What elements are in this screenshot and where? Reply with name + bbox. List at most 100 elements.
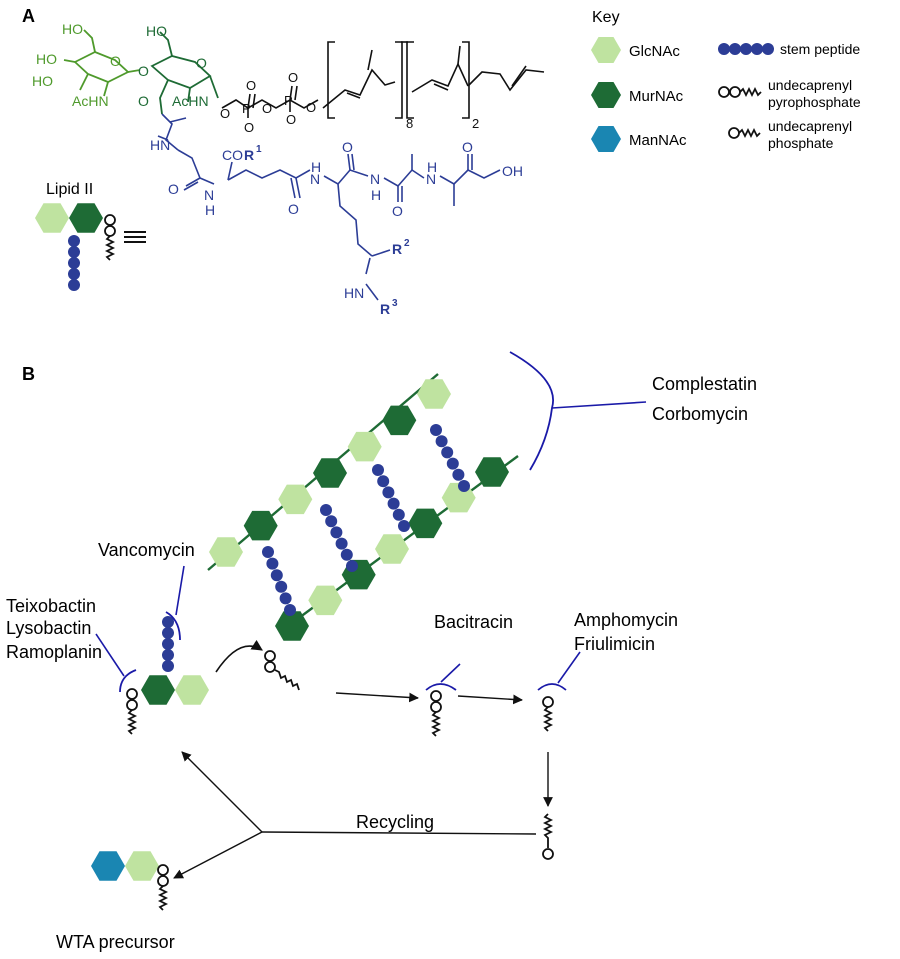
upper-strand-glcnac-5 bbox=[347, 431, 382, 462]
legend-glcnac-label: GlcNAc bbox=[629, 43, 680, 60]
p2-o-minus: O bbox=[286, 112, 296, 127]
lower-strand-glcnac-2 bbox=[308, 585, 343, 616]
h-2: H bbox=[311, 159, 321, 175]
glycosidic-o: O bbox=[138, 63, 149, 79]
cartoon-murnac bbox=[69, 203, 103, 233]
o-bridge: O bbox=[262, 101, 272, 116]
legend-stem-peptide-label: stem peptide bbox=[780, 41, 860, 57]
crosslink-1-bead-6 bbox=[284, 604, 296, 616]
pyrophosphate-chain bbox=[221, 85, 319, 118]
legend-phosphate-symbol bbox=[728, 127, 761, 139]
r3-label: R bbox=[380, 301, 390, 317]
legend-mannac-hexagon bbox=[591, 126, 621, 152]
wta-glcnac bbox=[125, 851, 159, 881]
teixobactin-label: Teixobactin bbox=[6, 596, 96, 616]
crosslink-1-bead-3 bbox=[270, 569, 283, 582]
glcnac-ho-1: HO bbox=[62, 21, 83, 37]
crosslink-2-bead-1 bbox=[320, 504, 332, 516]
h-3: H bbox=[371, 187, 381, 203]
h-4: H bbox=[427, 159, 437, 175]
crosslink-3-bead-4 bbox=[387, 497, 400, 510]
complestatin-inhibitor: Complestatin Corbomycin bbox=[509, 351, 757, 471]
transglycosylation-arrow bbox=[215, 639, 263, 673]
crosslink-2-bead-2 bbox=[325, 515, 338, 528]
crosslink-1-bead-5 bbox=[279, 592, 292, 605]
ramoplanin-label: Ramoplanin bbox=[6, 642, 102, 662]
repeat-count-2: 2 bbox=[472, 116, 479, 131]
crosslink-3-bead-2 bbox=[377, 475, 390, 488]
murnac-ring bbox=[150, 31, 219, 115]
upper-strand-murnac-2 bbox=[243, 510, 278, 541]
cycle-glcnac bbox=[175, 675, 209, 705]
r1-superscript: 1 bbox=[256, 144, 262, 155]
lipid-ii-structure: HO HO HO AcHN O O HO O AcHN O bbox=[32, 21, 545, 317]
h-1: H bbox=[205, 202, 215, 218]
p1-o-minus: O bbox=[244, 120, 254, 135]
crosslink-3-bead-3 bbox=[382, 486, 395, 499]
legend-title: Key bbox=[592, 9, 620, 26]
wta-pyrophosphate bbox=[157, 864, 169, 911]
o-3: O bbox=[306, 100, 316, 115]
legend-pyrophosphate-line1: undecaprenyl bbox=[768, 77, 852, 93]
equivalence-sign bbox=[124, 231, 146, 243]
upper-strand-murnac-4 bbox=[313, 458, 347, 488]
crosslink-2-bead-3 bbox=[330, 526, 343, 539]
crosslink-4-bead-2 bbox=[435, 435, 448, 448]
crosslink-3-bead-1 bbox=[372, 464, 384, 476]
cartoon-peptide-beads bbox=[68, 235, 80, 291]
arrow-to-lipid-ii bbox=[181, 751, 263, 833]
crosslink-4-bead-5 bbox=[452, 468, 465, 481]
r2-superscript: 2 bbox=[404, 238, 410, 249]
crosslink-1-bead-2 bbox=[266, 557, 279, 570]
wta-precursor-label: WTA precursor bbox=[56, 932, 175, 952]
legend-murnac-hexagon bbox=[591, 82, 621, 108]
vancomycin-label: Vancomycin bbox=[98, 540, 195, 560]
crosslink-1-bead-4 bbox=[275, 580, 288, 593]
murnac-ring-o: O bbox=[196, 55, 207, 71]
crosslink-3-bead-6 bbox=[398, 520, 410, 532]
undecaprenyl-chain bbox=[322, 41, 545, 119]
vancomycin-inhibitor: Vancomycin bbox=[98, 540, 195, 641]
upper-strand-murnac-6 bbox=[382, 405, 417, 436]
amphomycin-phosphate bbox=[542, 696, 554, 732]
recycled-phosphate bbox=[542, 813, 554, 860]
crosslink-4-bead-4 bbox=[446, 457, 459, 470]
amide-o-4: O bbox=[392, 203, 403, 219]
n-2: N bbox=[310, 171, 320, 187]
legend-glcnac-hexagon bbox=[591, 37, 621, 63]
r1-label: R bbox=[244, 147, 254, 163]
p2-double-o: O bbox=[288, 70, 298, 85]
crosslink-2-bead-6 bbox=[346, 560, 358, 572]
p-1: P bbox=[242, 101, 251, 116]
crosslink-4-bead-1 bbox=[430, 424, 442, 436]
cycle-pyrophosphate bbox=[126, 688, 138, 735]
amide-o-2: O bbox=[288, 201, 299, 217]
glycan-strand-upper bbox=[209, 379, 451, 567]
lower-strand-murnac-1 bbox=[275, 611, 309, 641]
lipid-ii-cycle-unit bbox=[126, 616, 209, 735]
upper-strand-glcnac-1 bbox=[209, 537, 243, 567]
complestatin-label: Complestatin bbox=[652, 374, 757, 394]
glcnac-ring bbox=[63, 29, 141, 97]
glcnac-achn: AcHN bbox=[72, 93, 109, 109]
r3-superscript: 3 bbox=[392, 298, 398, 309]
murnac-ho: HO bbox=[146, 23, 167, 39]
cartoon-pyrophosphate bbox=[104, 214, 116, 261]
wta-precursor: WTA precursor bbox=[56, 851, 175, 952]
r2-label: R bbox=[392, 241, 402, 257]
crosslink-4-bead-3 bbox=[441, 446, 454, 459]
n-4: N bbox=[426, 171, 436, 187]
legend-murnac-label: MurNAc bbox=[629, 88, 684, 105]
carboxyl-oh: OH bbox=[502, 163, 523, 179]
legend: Key GlcNAc MurNAc ManNAc stem peptide un… bbox=[591, 9, 861, 152]
n-1: N bbox=[204, 187, 214, 203]
peptidoglycan-mesh bbox=[207, 373, 519, 641]
crosslink-2-bead-5 bbox=[340, 548, 353, 561]
legend-peptide-beads bbox=[718, 43, 774, 55]
released-pyrophosphate bbox=[264, 650, 300, 691]
amphomycin-step: Amphomycin Friulimicin bbox=[537, 610, 678, 732]
upper-strand-glcnac-7 bbox=[417, 379, 451, 409]
glcnac-ho-2: HO bbox=[36, 51, 57, 67]
lower-strand-murnac-5 bbox=[408, 508, 443, 539]
lipid-ii-label: Lipid II bbox=[46, 181, 93, 198]
